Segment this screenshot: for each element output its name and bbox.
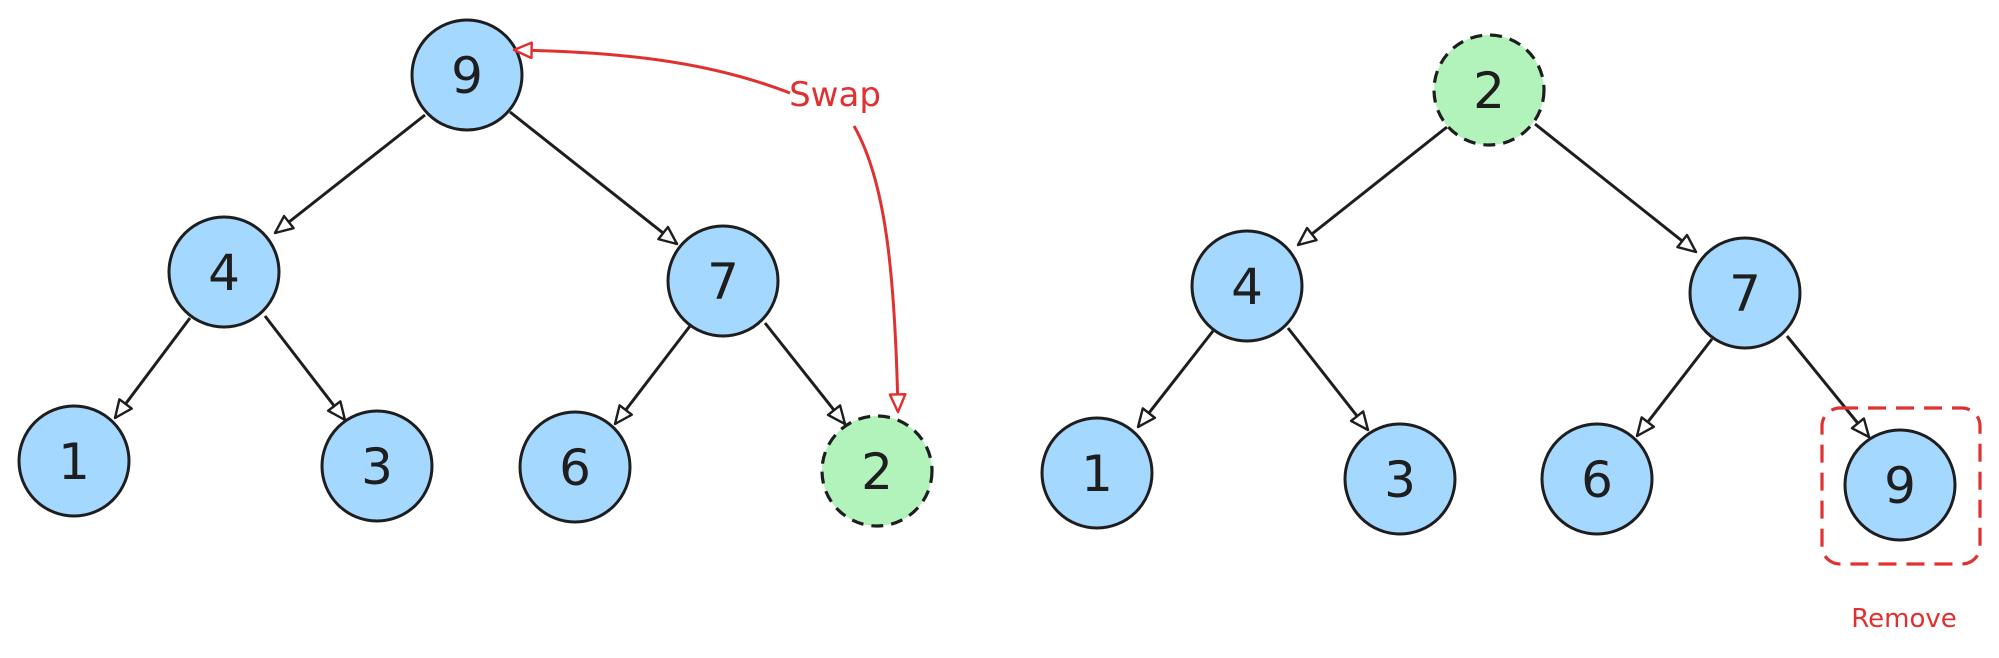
edge-4-3 [263, 315, 347, 422]
remove-label: Remove [1851, 604, 1957, 634]
node-label: 1 [58, 433, 90, 491]
tree-node-highlighted: 2 [1432, 33, 1546, 147]
node-label: 6 [559, 439, 591, 497]
tree-node: 4 [1190, 229, 1304, 343]
edge-4-3 [1286, 327, 1370, 432]
node-label: 6 [1581, 451, 1613, 509]
node-circle [1540, 422, 1654, 536]
edge-2-7 [1534, 122, 1698, 254]
edge-2-4 [1296, 125, 1448, 247]
swap-arrow [512, 41, 791, 95]
edge-7-6 [613, 325, 692, 426]
node-circle [1190, 229, 1304, 343]
tree-node-highlighted: 2 [820, 414, 934, 528]
node-circle [320, 409, 434, 523]
node-circle [1432, 33, 1546, 147]
tree-node: 1 [1040, 416, 1154, 530]
edge-4-1 [1136, 330, 1215, 429]
node-label: 4 [208, 244, 240, 302]
tree-node: 3 [1343, 422, 1457, 536]
node-label: 1 [1081, 445, 1113, 503]
edge-7-9 [1785, 335, 1871, 439]
edge-7-2 [763, 322, 847, 426]
remove-box [1820, 406, 1982, 566]
node-label: 7 [1729, 265, 1761, 323]
node-label: 3 [361, 438, 393, 496]
edge-9-7 [509, 110, 679, 246]
tree-node: 1 [17, 404, 131, 518]
node-circle [167, 215, 281, 329]
tree-node: 6 [1540, 422, 1654, 536]
node-label: 7 [707, 253, 739, 311]
node-label: 2 [861, 443, 893, 501]
edge-4-1 [113, 317, 192, 420]
tree-node: 9 [1843, 428, 1957, 542]
before-tree: 9 4 7 1 3 6 2 Swap [17, 18, 934, 528]
tree-node: 7 [1688, 236, 1802, 350]
node-circle [1040, 416, 1154, 530]
tree-node: 4 [167, 215, 281, 329]
tree-node: 3 [320, 409, 434, 523]
node-circle [17, 404, 131, 518]
tree-node: 9 [410, 18, 524, 132]
node-circle [518, 410, 632, 524]
node-label: 2 [1473, 62, 1505, 120]
edge-7-6 [1635, 338, 1714, 438]
node-label: 9 [1884, 457, 1916, 515]
node-circle [820, 414, 934, 528]
node-circle [1688, 236, 1802, 350]
node-circle [410, 18, 524, 132]
node-circle [666, 224, 780, 338]
tree-node: 7 [666, 224, 780, 338]
node-label: 4 [1231, 258, 1263, 316]
edge-9-4 [273, 113, 426, 235]
swap-arrow [852, 125, 907, 414]
swap-label: Swap [789, 75, 881, 115]
node-circle [1843, 428, 1957, 542]
node-label: 3 [1384, 451, 1416, 509]
node-label: 9 [451, 47, 483, 105]
tree-node: 6 [518, 410, 632, 524]
after-tree: 2 4 7 1 3 6 9 Remove [1040, 33, 1982, 634]
node-circle [1343, 422, 1457, 536]
